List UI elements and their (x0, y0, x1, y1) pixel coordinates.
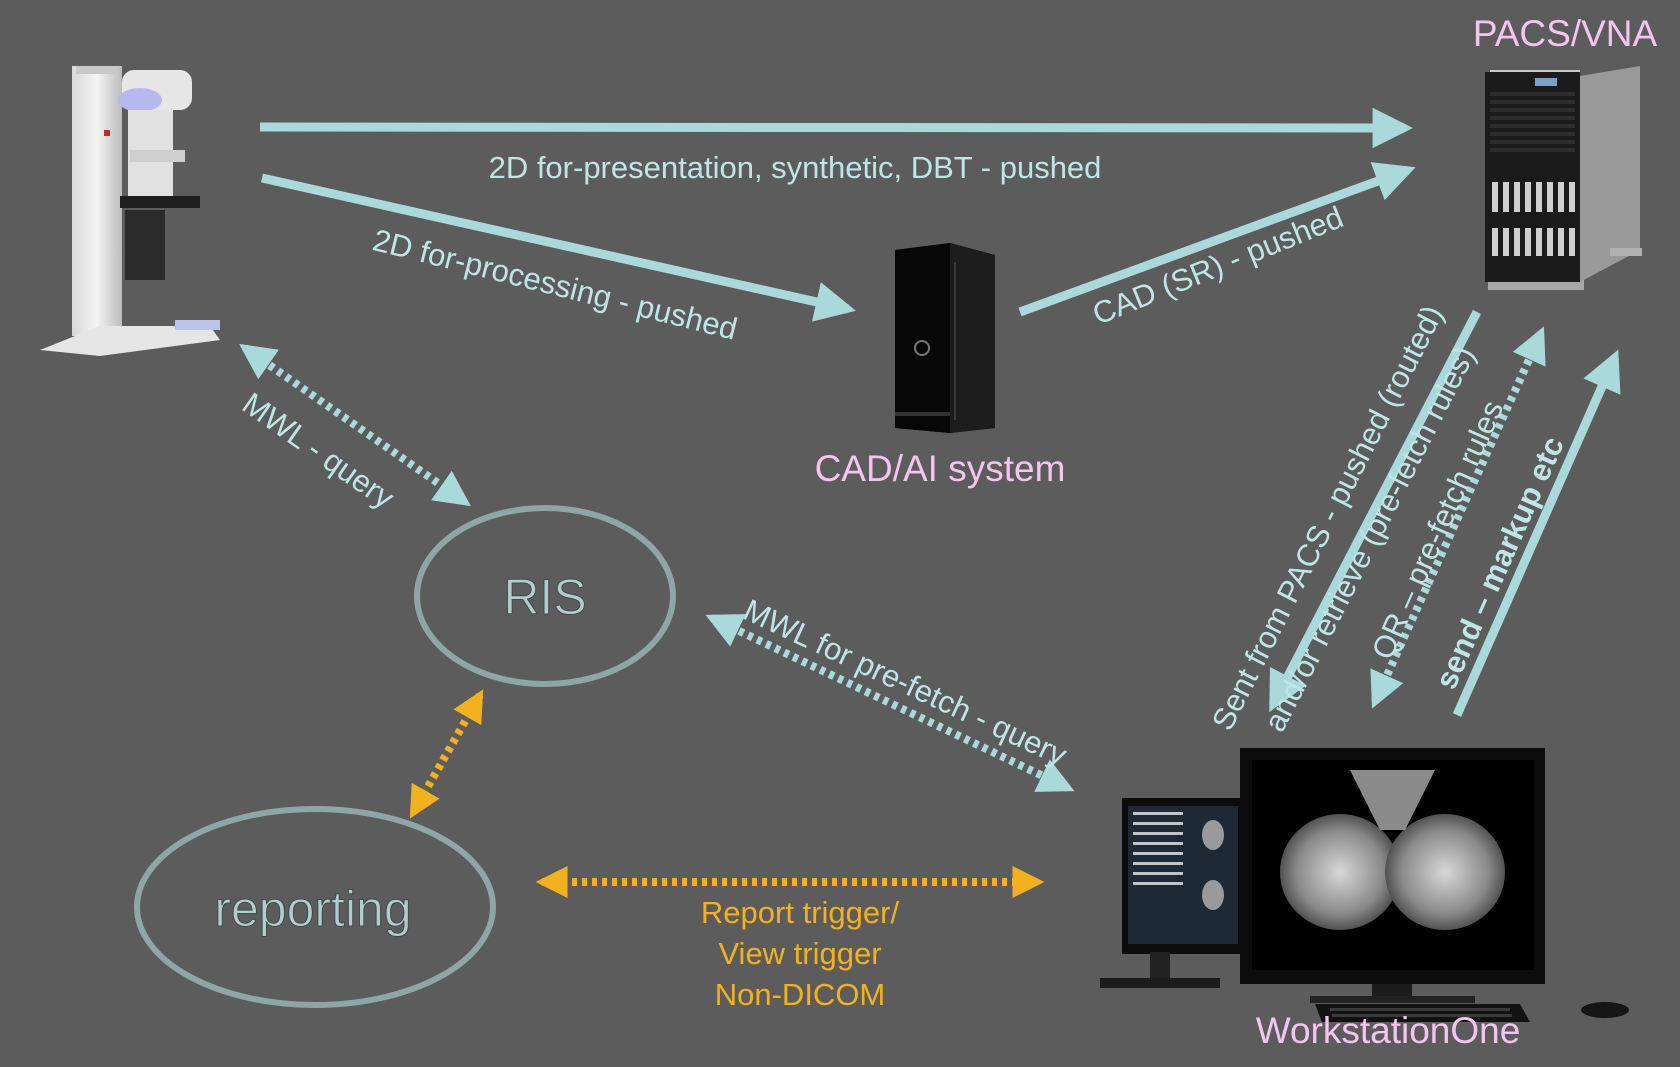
arrow-ris-reporting (409, 689, 484, 819)
label-cad-sr: CAD (SR) - pushed (1087, 199, 1348, 331)
arrow-cad-to-pacs (1018, 162, 1416, 317)
arrow-workstation-to-pacs (1452, 349, 1621, 717)
ris-node (414, 505, 676, 687)
reporting-node (134, 806, 496, 1008)
arrow-machine-ris (239, 343, 471, 507)
arrow-ris-workstation (705, 614, 1075, 792)
mammography-machine-icon (40, 66, 220, 356)
arrow-machine-to-pacs (259, 107, 1414, 149)
label-sent-from-pacs-1: Sent from PACS - pushed (routed) (1205, 300, 1450, 736)
workstation-icon (1100, 748, 1629, 1022)
arrow-machine-to-cad (261, 173, 856, 322)
pacs-server-icon (1485, 66, 1642, 290)
label-presentation: 2D for-presentation, synthetic, DBT - pu… (489, 150, 1102, 185)
label-report-trigger-2: View trigger (718, 936, 881, 971)
label-mwl-prefetch: MWL for pre-fetch - query (738, 592, 1072, 773)
cad-label: CAD/AI system (815, 448, 1066, 489)
pacs-label: PACS/VNA (1473, 13, 1658, 54)
label-report-trigger-1: Report trigger/ (701, 895, 900, 930)
label-report-trigger-3: Non-DICOM (715, 977, 886, 1012)
label-mwl-query: MWL - query (236, 386, 401, 516)
workstation-label: WorkstationOne (1256, 1010, 1521, 1051)
reporting-label: reporting (214, 881, 411, 937)
cad-computer-icon (895, 243, 995, 433)
ris-label: RIS (503, 569, 586, 625)
arrow-qr-prefetch (1370, 326, 1546, 709)
